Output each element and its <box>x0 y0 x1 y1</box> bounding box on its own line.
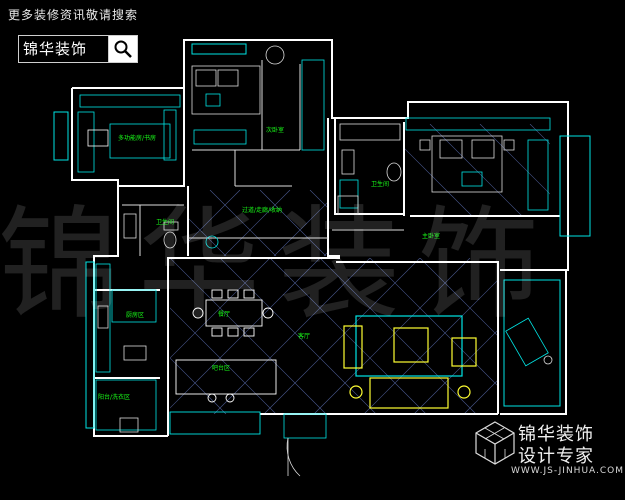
living-floor-grid <box>170 258 498 414</box>
study-furniture <box>77 94 181 173</box>
room-label-kitchen: 厨房区 <box>126 311 144 319</box>
master-bedroom-furniture <box>405 117 551 211</box>
interior-lines <box>122 60 404 256</box>
room-label-bath-master: 卫生间 <box>371 180 389 188</box>
master-bath-fixtures <box>337 123 402 215</box>
search-brand: 锦华装饰 <box>23 40 88 58</box>
search-caption: 更多装修资讯敬请搜索 <box>8 8 139 22</box>
room-label-bar: 吧台区 <box>212 364 230 372</box>
logo-company-name: 锦华装饰 <box>518 424 594 445</box>
small-bath-fixtures <box>123 213 219 249</box>
room-label-bath-small: 卫生间 <box>156 218 174 226</box>
room-label-study: 多功能房/书房 <box>118 134 156 142</box>
entrance <box>283 413 327 477</box>
search-badge[interactable]: 锦华装饰 <box>18 35 138 63</box>
brand-logo: 锦华装饰 设计专家 WWW.JS-JINHUA.COM <box>474 420 623 480</box>
room-label-corridor: 过道/走廊/收纳 <box>242 206 282 214</box>
room-label-living: 客厅 <box>298 332 310 340</box>
room-label-master-bedroom: 主卧室 <box>422 232 440 240</box>
search-icon[interactable] <box>108 36 137 62</box>
corridor-floor-grid <box>188 190 328 256</box>
logo-url: WWW.JS-JINHUA.COM <box>511 466 625 476</box>
balcony-right-furniture <box>505 317 553 367</box>
dining-set <box>192 289 274 337</box>
room-label-balcony: 阳台/洗衣区 <box>98 393 130 401</box>
kitchen-fixtures <box>95 263 157 373</box>
cube-logo-icon <box>475 421 515 465</box>
room-label-second-bedroom: 次卧室 <box>266 126 284 134</box>
bar-counter <box>169 359 277 435</box>
living-sofa-set <box>343 315 477 409</box>
room-label-dining: 餐厅 <box>218 310 230 318</box>
logo-tagline: 设计专家 <box>518 446 594 467</box>
laundry-fixtures <box>95 379 157 433</box>
windows <box>53 43 591 429</box>
second-bedroom-furniture <box>191 45 325 151</box>
master-floor-grid <box>404 124 550 216</box>
